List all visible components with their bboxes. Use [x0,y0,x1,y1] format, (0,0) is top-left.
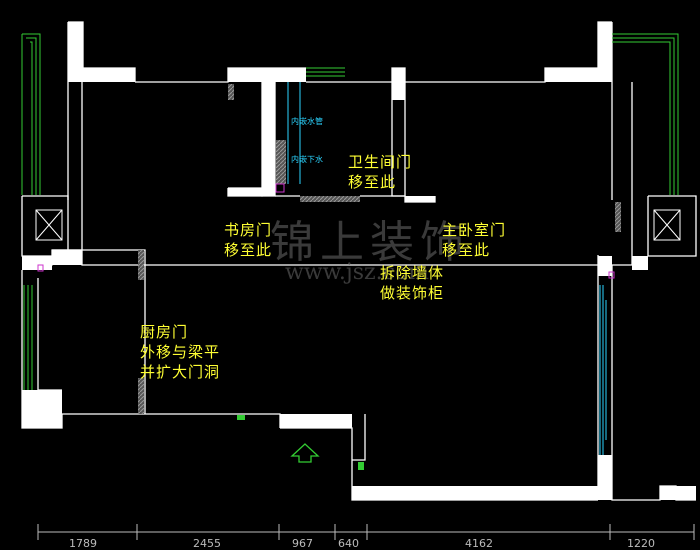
window-right-frame [612,33,679,195]
dimension-label: 1789 [69,537,97,550]
switch-fixture [237,415,245,420]
entrance-arrow-icon [290,443,320,463]
dimension-line [37,524,695,540]
wall-block [22,256,52,270]
wall-block [598,256,612,276]
switch-fixture [358,462,364,470]
right-lower-outer [611,265,696,501]
dimension-label: 967 [292,537,313,550]
note-kitchen-door: 厨房门外移与梁平并扩大门洞 [140,323,221,381]
socket [37,264,44,272]
pipe-label-drain: 内嵌下水 [291,155,323,164]
pipe-label-water: 内嵌水管 [291,117,323,126]
fixtures [37,183,615,470]
dimension-label: 1220 [627,537,655,550]
bathroom-top-wall [306,67,406,100]
hatched-wall [300,196,360,202]
dimension-label: 4162 [465,537,493,550]
entry-wall [352,414,366,461]
hatched-partitions [138,84,621,414]
note-bathroom-door: 卫生间门移至此 [348,153,413,191]
dimension-label: 2455 [193,537,221,550]
hatched-wall [138,250,144,280]
hatched-wall [138,378,144,414]
dimension-label: 640 [338,537,359,550]
cabinet-right [653,209,681,241]
wall-block [262,82,275,196]
wall-block [68,22,83,82]
window-kitchen [23,285,33,390]
wall-block [280,414,352,428]
hatched-wall [276,140,286,184]
note-study-door: 书房门移至此 [224,221,273,259]
kitchen-wall [37,278,62,391]
watermark-url: www.jsz.com [285,260,429,285]
right-inner-wall [598,82,633,266]
left-side-wall [21,195,69,257]
cabinet-left [35,209,63,241]
wall-block [660,486,696,500]
cabinets [35,209,681,241]
hatched-wall [228,84,234,100]
right-side-wall [647,195,697,257]
solid-walls [22,22,696,500]
floor-drain [275,183,285,193]
wall-block [352,486,598,500]
note-demolish-wall: 拆除墙体做装饰柜 [380,264,445,302]
wall-block [392,68,405,100]
hatched-wall [615,202,621,232]
wall-block [83,68,135,82]
wall-block [598,455,612,500]
wall-block [22,390,62,428]
window-left-frame [22,33,41,195]
kitchen-left-inner [52,249,146,414]
note-master-door: 主卧室门移至此 [442,221,507,259]
wall-block [405,196,435,202]
wall-block [545,68,598,82]
wall-block [228,68,306,82]
wall-block [228,188,262,196]
windows [21,33,679,390]
sliding-door [599,285,607,455]
pipe-lines [287,82,301,184]
watermark-brand: 锦上装饰 [270,217,470,268]
wall-block [632,256,648,270]
window-top-center [306,67,345,77]
socket [608,271,615,279]
wall-block [598,22,612,82]
wall-block [52,250,82,265]
